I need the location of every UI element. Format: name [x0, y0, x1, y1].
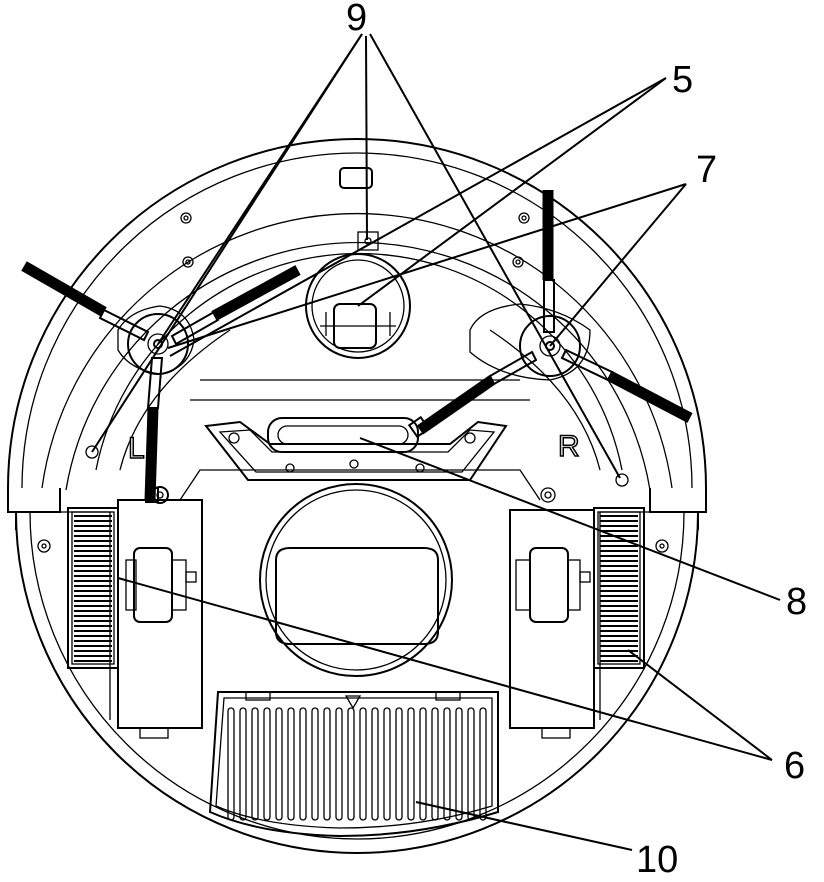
leader-lines [91, 33, 781, 851]
left-side-brush [21, 261, 301, 503]
leader-9d [91, 33, 363, 453]
charging-contact-bar [204, 417, 508, 481]
vent-slot [455, 707, 463, 821]
callout-7: 7 [696, 149, 717, 191]
vent-slot [287, 707, 295, 821]
callout-10: 10 [636, 839, 678, 881]
vent-slot [299, 707, 307, 821]
leader-9b [365, 35, 368, 241]
vent-slot [335, 707, 343, 821]
left-drive-wheel [67, 499, 203, 739]
rim-screws [37, 212, 669, 553]
vacuum-body-outline [7, 138, 707, 854]
vent-slot [359, 707, 367, 821]
leader-7b [549, 183, 687, 347]
leader-8 [359, 437, 781, 601]
left-marker: L [128, 432, 145, 465]
dust-bin-vent [208, 691, 499, 838]
vent-slot [239, 707, 247, 821]
right-marker: R [558, 430, 580, 463]
leader-10 [415, 801, 633, 851]
vent-slot [419, 707, 427, 821]
vent-slot [479, 707, 487, 821]
callout-9: 9 [346, 0, 367, 39]
vent-slot [323, 707, 331, 821]
lower-chassis [60, 486, 650, 720]
callout-8: 8 [786, 581, 807, 623]
vent-slot [347, 707, 355, 821]
leader-6b [627, 649, 773, 761]
vent-slot [275, 707, 283, 821]
vent-slot [383, 707, 391, 821]
vent-slot [311, 707, 319, 821]
callout-5: 5 [672, 59, 693, 101]
callout-6: 6 [784, 745, 805, 787]
callout-labels: 9 5 7 8 6 10 [346, 0, 807, 881]
top-marker [357, 231, 379, 251]
vent-slot [431, 707, 439, 821]
vent-slot [251, 707, 259, 821]
leader-5b [357, 77, 667, 307]
right-drive-wheel [509, 507, 645, 739]
leader-6a [117, 577, 773, 761]
vent-slot [467, 707, 475, 821]
front-caster-wheel [305, 253, 411, 359]
battery-cover [259, 483, 453, 677]
vent-slot [227, 707, 235, 821]
right-side-brush [407, 190, 693, 439]
vent-slot [395, 707, 403, 821]
vent-slot [371, 707, 379, 821]
leader-9c [369, 33, 621, 479]
leader-7a [167, 183, 687, 349]
vent-slot [263, 707, 271, 821]
vent-slot [407, 707, 415, 821]
leader-5a [169, 77, 667, 357]
vent-slot [443, 707, 451, 821]
